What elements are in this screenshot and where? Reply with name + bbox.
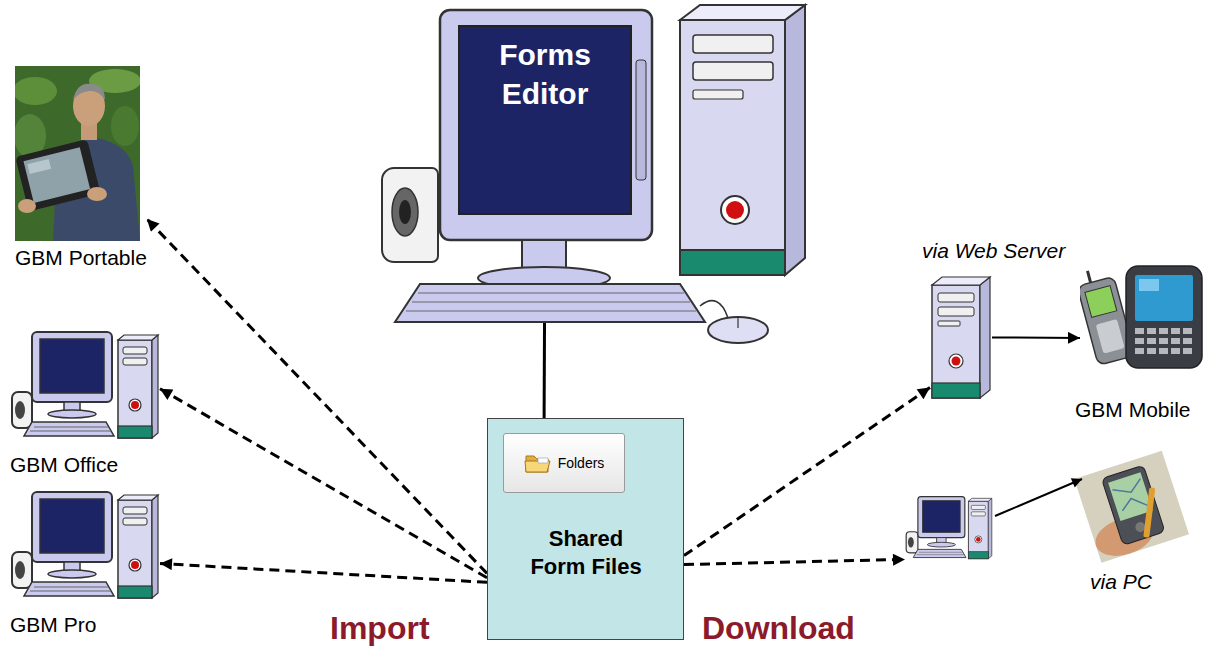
- folders-button: Folders: [503, 433, 625, 493]
- dashed-arrow: [147, 219, 487, 573]
- computer-icon: [10, 490, 160, 608]
- monitor-screen: Forms Editor: [458, 25, 632, 215]
- device-caption: GBM Mobile: [1075, 398, 1191, 422]
- device-caption: GBM Pro: [10, 613, 160, 637]
- connector-line: [992, 337, 1080, 339]
- office-computer: GBM Office: [10, 330, 160, 477]
- button-label: Folders: [558, 455, 605, 471]
- keyboard: [395, 284, 705, 322]
- portable-photo: [15, 66, 140, 241]
- shared-files-box: Shared Form Files Folders: [487, 418, 684, 640]
- route-caption: via PC: [1090, 570, 1152, 594]
- import-label: Import: [330, 610, 430, 647]
- transfer-computer: via PC: [905, 488, 993, 572]
- portable-device: GBM Portable: [15, 66, 147, 270]
- folder-icon: [524, 452, 552, 474]
- dashed-arrow: [160, 389, 487, 578]
- pro-computer: GBM Pro: [10, 490, 160, 637]
- mobile-devices: [1080, 262, 1205, 372]
- web-server: via Web Server: [930, 275, 992, 400]
- server-icon: [930, 275, 992, 400]
- transfer-arrow: [995, 479, 1082, 516]
- computer-icon: [905, 488, 993, 572]
- device-caption: GBM Office: [10, 453, 160, 477]
- route-caption: via Web Server: [922, 239, 1065, 263]
- computer-icon: [10, 330, 160, 448]
- mobile-device: GBM Mobile: [1080, 262, 1205, 372]
- dashed-arrow: [684, 388, 930, 556]
- tower-computer: [680, 5, 805, 275]
- device-caption: GBM Portable: [15, 246, 147, 270]
- screen-title: Forms Editor: [460, 35, 630, 113]
- box-title: Shared Form Files: [526, 525, 646, 580]
- dashed-arrow: [684, 559, 905, 564]
- dashed-arrow: [160, 564, 487, 583]
- mouse: [700, 301, 768, 343]
- download-label: Download: [702, 610, 855, 647]
- speaker: [382, 168, 438, 262]
- monitor: [440, 10, 652, 289]
- pda-photo: [1074, 451, 1189, 563]
